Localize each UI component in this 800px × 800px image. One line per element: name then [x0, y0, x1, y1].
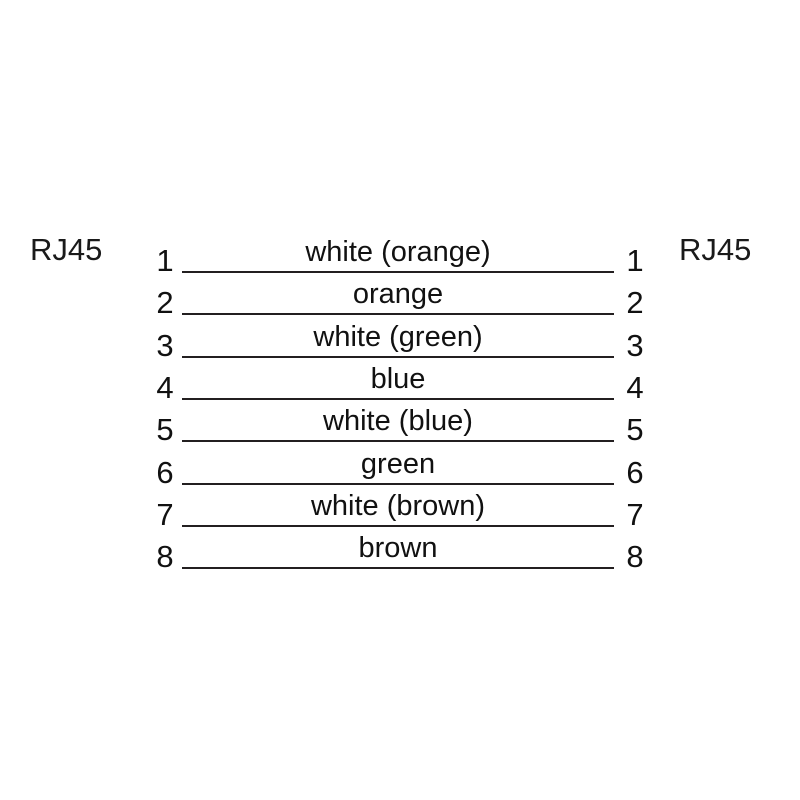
wire-connection-line — [182, 482, 614, 485]
left-pin-number: 6 — [156, 454, 174, 490]
right-pin-number: 8 — [626, 539, 644, 575]
right-pin-number: 1 — [626, 243, 644, 278]
wire-connection-line — [182, 567, 614, 570]
wire-connection-line — [182, 313, 614, 316]
wire-color-label: blue — [370, 362, 426, 395]
right-connector-label: RJ45 — [679, 232, 752, 267]
wire-color-label: orange — [352, 278, 444, 311]
wire-connection-line — [182, 355, 614, 358]
right-pin-number: 2 — [626, 285, 644, 321]
right-pin-number: 7 — [626, 496, 644, 532]
left-pin-number: 4 — [156, 369, 174, 405]
left-pin-number: 5 — [156, 412, 174, 448]
wire-connection-line — [182, 524, 614, 527]
wire-color-label: white (green) — [313, 320, 483, 353]
wire-connection-line — [182, 271, 614, 273]
left-pin-number: 3 — [156, 327, 174, 363]
right-pin-number: 6 — [626, 454, 644, 490]
wire-color-label: green — [360, 447, 436, 480]
right-pin-number: 3 — [626, 327, 644, 363]
left-pin-number: 8 — [156, 539, 174, 575]
wire-connection-line — [182, 440, 614, 443]
right-pin-number: 4 — [626, 369, 644, 405]
left-pin-number: 1 — [156, 243, 174, 278]
wire-color-label: brown — [358, 532, 438, 565]
wire-color-label: white (brown) — [310, 489, 486, 522]
left-pin-number: 2 — [156, 285, 174, 321]
left-connector-label: RJ45 — [30, 232, 103, 267]
right-pin-number: 5 — [626, 412, 644, 448]
wire-color-label: white (orange) — [305, 236, 491, 268]
wire-color-label: white (blue) — [323, 405, 473, 438]
wire-connection-line — [182, 397, 614, 400]
left-pin-number: 7 — [156, 496, 174, 532]
